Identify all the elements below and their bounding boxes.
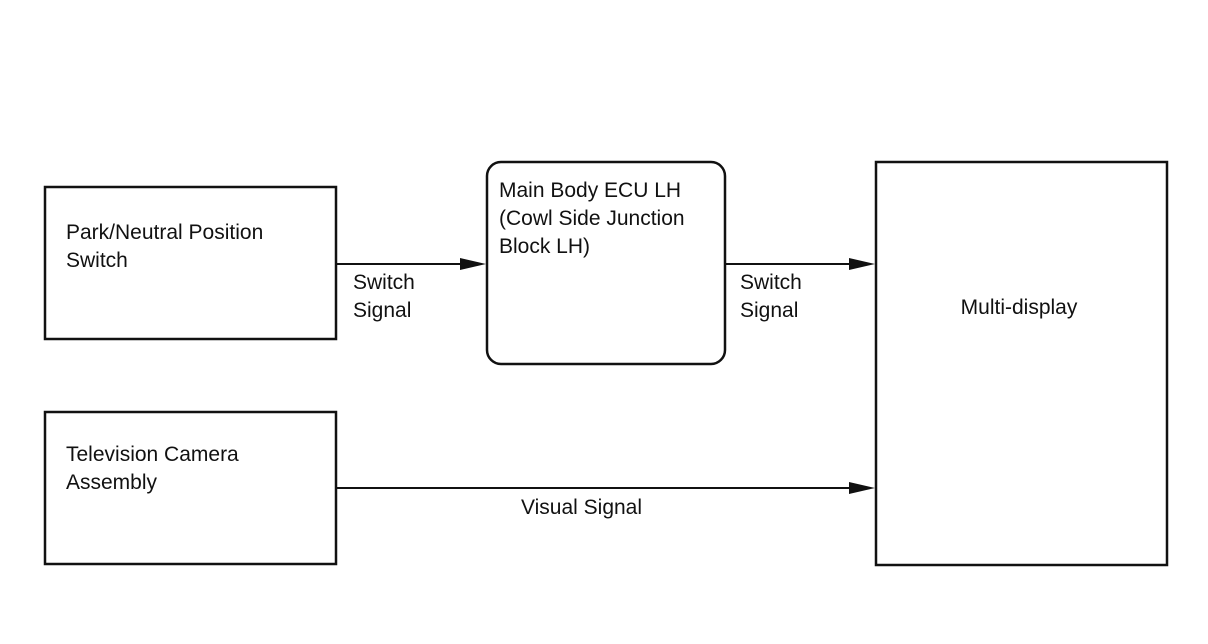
camera-to-display-connection: Visual Signal [337,482,875,519]
tv-camera-label-line2: Assembly [66,471,158,494]
park-neutral-switch-label-line1: Park/Neutral Position [66,221,263,244]
multi-display-block: Multi-display [874,160,1169,567]
ecu-to-display-label-line1: Switch [740,271,802,294]
arrowhead-icon [849,482,875,494]
tv-camera-block: Television Camera Assembly [43,410,338,566]
switch-to-ecu-label-line2: Signal [353,299,411,322]
main-body-ecu-label-line1: Main Body ECU LH [499,179,681,202]
camera-to-display-label: Visual Signal [521,496,642,519]
multi-display-label: Multi-display [961,296,1078,319]
main-body-ecu-label-line3: Block LH) [499,235,590,258]
park-neutral-switch-block: Park/Neutral Position Switch [43,185,338,341]
main-body-ecu-block: Main Body ECU LH (Cowl Side Junction Blo… [485,160,727,366]
park-neutral-switch-label-line2: Switch [66,249,128,272]
arrowhead-icon [460,258,486,270]
arrowhead-icon [849,258,875,270]
switch-to-ecu-connection: Switch Signal [337,258,486,322]
tv-camera-label-line1: Television Camera [66,443,239,466]
switch-to-ecu-label-line1: Switch [353,271,415,294]
ecu-to-display-label-line2: Signal [740,299,798,322]
ecu-to-display-connection: Switch Signal [726,258,875,322]
main-body-ecu-label-line2: (Cowl Side Junction [499,207,685,230]
